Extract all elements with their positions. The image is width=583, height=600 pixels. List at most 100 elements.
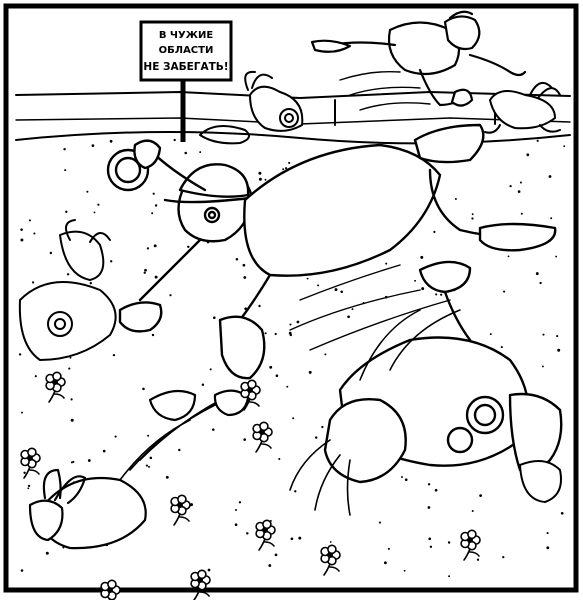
ground-dot bbox=[28, 219, 31, 222]
ground-dot bbox=[378, 521, 381, 524]
ground-dot bbox=[243, 438, 246, 441]
ground-dot bbox=[109, 139, 113, 143]
ground-dot bbox=[246, 532, 249, 535]
ground-dot bbox=[258, 171, 262, 175]
flower bbox=[190, 569, 211, 600]
ground-dot bbox=[541, 365, 544, 368]
ground-dot bbox=[238, 501, 242, 504]
ground-dot bbox=[201, 383, 205, 387]
ground-dot bbox=[550, 217, 553, 220]
ground-dot bbox=[471, 510, 474, 512]
ground-dot bbox=[557, 348, 561, 352]
ground-dot bbox=[87, 459, 91, 462]
flower bbox=[460, 529, 481, 561]
ground-dot bbox=[209, 368, 212, 371]
ground-dot bbox=[489, 333, 492, 336]
crashing-man bbox=[289, 260, 563, 516]
ground-dot bbox=[63, 147, 66, 151]
ground-dot bbox=[476, 558, 480, 561]
lying-animal bbox=[199, 125, 250, 145]
ground-dot bbox=[292, 417, 295, 420]
ground-dot bbox=[146, 247, 150, 250]
ground-dot bbox=[334, 288, 338, 292]
ground-dot bbox=[546, 546, 550, 550]
ground-dot bbox=[351, 308, 354, 311]
ground-dot bbox=[555, 255, 558, 258]
ground-dot bbox=[427, 483, 431, 486]
flower bbox=[100, 579, 121, 600]
ground-dot bbox=[298, 536, 302, 540]
ground-dot bbox=[165, 475, 169, 479]
ground-dot bbox=[556, 335, 559, 338]
ground-dot bbox=[502, 555, 505, 559]
ground-dot bbox=[548, 175, 552, 178]
ground-dot bbox=[434, 488, 438, 492]
ground-dot bbox=[184, 151, 187, 155]
ground-dot bbox=[235, 509, 237, 511]
ground-dot bbox=[21, 411, 23, 414]
flower bbox=[45, 371, 66, 403]
ground-dot bbox=[20, 238, 24, 242]
ground-dot bbox=[387, 547, 390, 550]
flower bbox=[20, 447, 41, 479]
ground-dot bbox=[404, 478, 408, 482]
ground-dot bbox=[199, 151, 202, 154]
ground-dot bbox=[290, 537, 294, 541]
rabbit-left-lying bbox=[18, 219, 117, 361]
ground-dot bbox=[187, 245, 190, 249]
ground-dot bbox=[340, 290, 343, 294]
ground-dot bbox=[212, 428, 215, 431]
ground-dot bbox=[142, 387, 145, 391]
ground-dot bbox=[471, 213, 474, 216]
ground-dot bbox=[542, 333, 545, 336]
diving-man-with-hat bbox=[106, 123, 557, 380]
ground-dot bbox=[173, 138, 176, 142]
ground-dot bbox=[448, 575, 451, 578]
ground-dot bbox=[69, 356, 72, 359]
ground-dot bbox=[72, 460, 75, 463]
ground-dot bbox=[288, 161, 291, 164]
rabbit-by-fence bbox=[244, 70, 304, 132]
ground-dot bbox=[560, 511, 564, 515]
ground-dot bbox=[151, 212, 154, 215]
ground-dot bbox=[169, 294, 172, 297]
ground-dot bbox=[70, 418, 74, 422]
ground-dot bbox=[520, 212, 523, 215]
ground-dot bbox=[546, 532, 549, 535]
sign-line-2: ОБЛАСТИ bbox=[159, 45, 214, 56]
ground-dot bbox=[317, 284, 320, 287]
rabbit-top-right bbox=[484, 81, 561, 134]
flower bbox=[170, 494, 191, 526]
ground-dot bbox=[258, 304, 261, 308]
ground-dot bbox=[427, 506, 431, 509]
ground-dot bbox=[306, 277, 309, 280]
ground-dot bbox=[420, 255, 424, 259]
ground-dot bbox=[535, 272, 539, 276]
ground-dot bbox=[435, 293, 438, 296]
ground-dot bbox=[264, 178, 267, 181]
ground-dot bbox=[144, 268, 147, 272]
ground-dot bbox=[517, 190, 521, 193]
sign-line-3: НЕ ЗАБЕГАТЬ! bbox=[143, 61, 228, 73]
ground-dot bbox=[471, 217, 474, 220]
ground-dot bbox=[49, 251, 53, 255]
ground-dot bbox=[64, 169, 67, 172]
ground-dot bbox=[20, 228, 23, 231]
ground-dot bbox=[289, 333, 293, 337]
flower bbox=[240, 379, 261, 411]
ground-dot bbox=[282, 168, 285, 171]
ground-dot bbox=[401, 476, 403, 478]
ground-dot bbox=[91, 144, 95, 147]
ground-dot bbox=[235, 257, 239, 261]
ground-dot bbox=[178, 448, 181, 452]
ground-dot bbox=[153, 244, 157, 248]
ground-dot bbox=[526, 153, 530, 157]
ground-dot bbox=[151, 333, 155, 337]
flower bbox=[252, 421, 273, 453]
ground-dot bbox=[286, 385, 289, 388]
ground-dot bbox=[148, 465, 150, 468]
ground-dot bbox=[154, 204, 158, 207]
ground-dot bbox=[507, 255, 510, 258]
rabbit-bottom-left bbox=[28, 389, 250, 550]
